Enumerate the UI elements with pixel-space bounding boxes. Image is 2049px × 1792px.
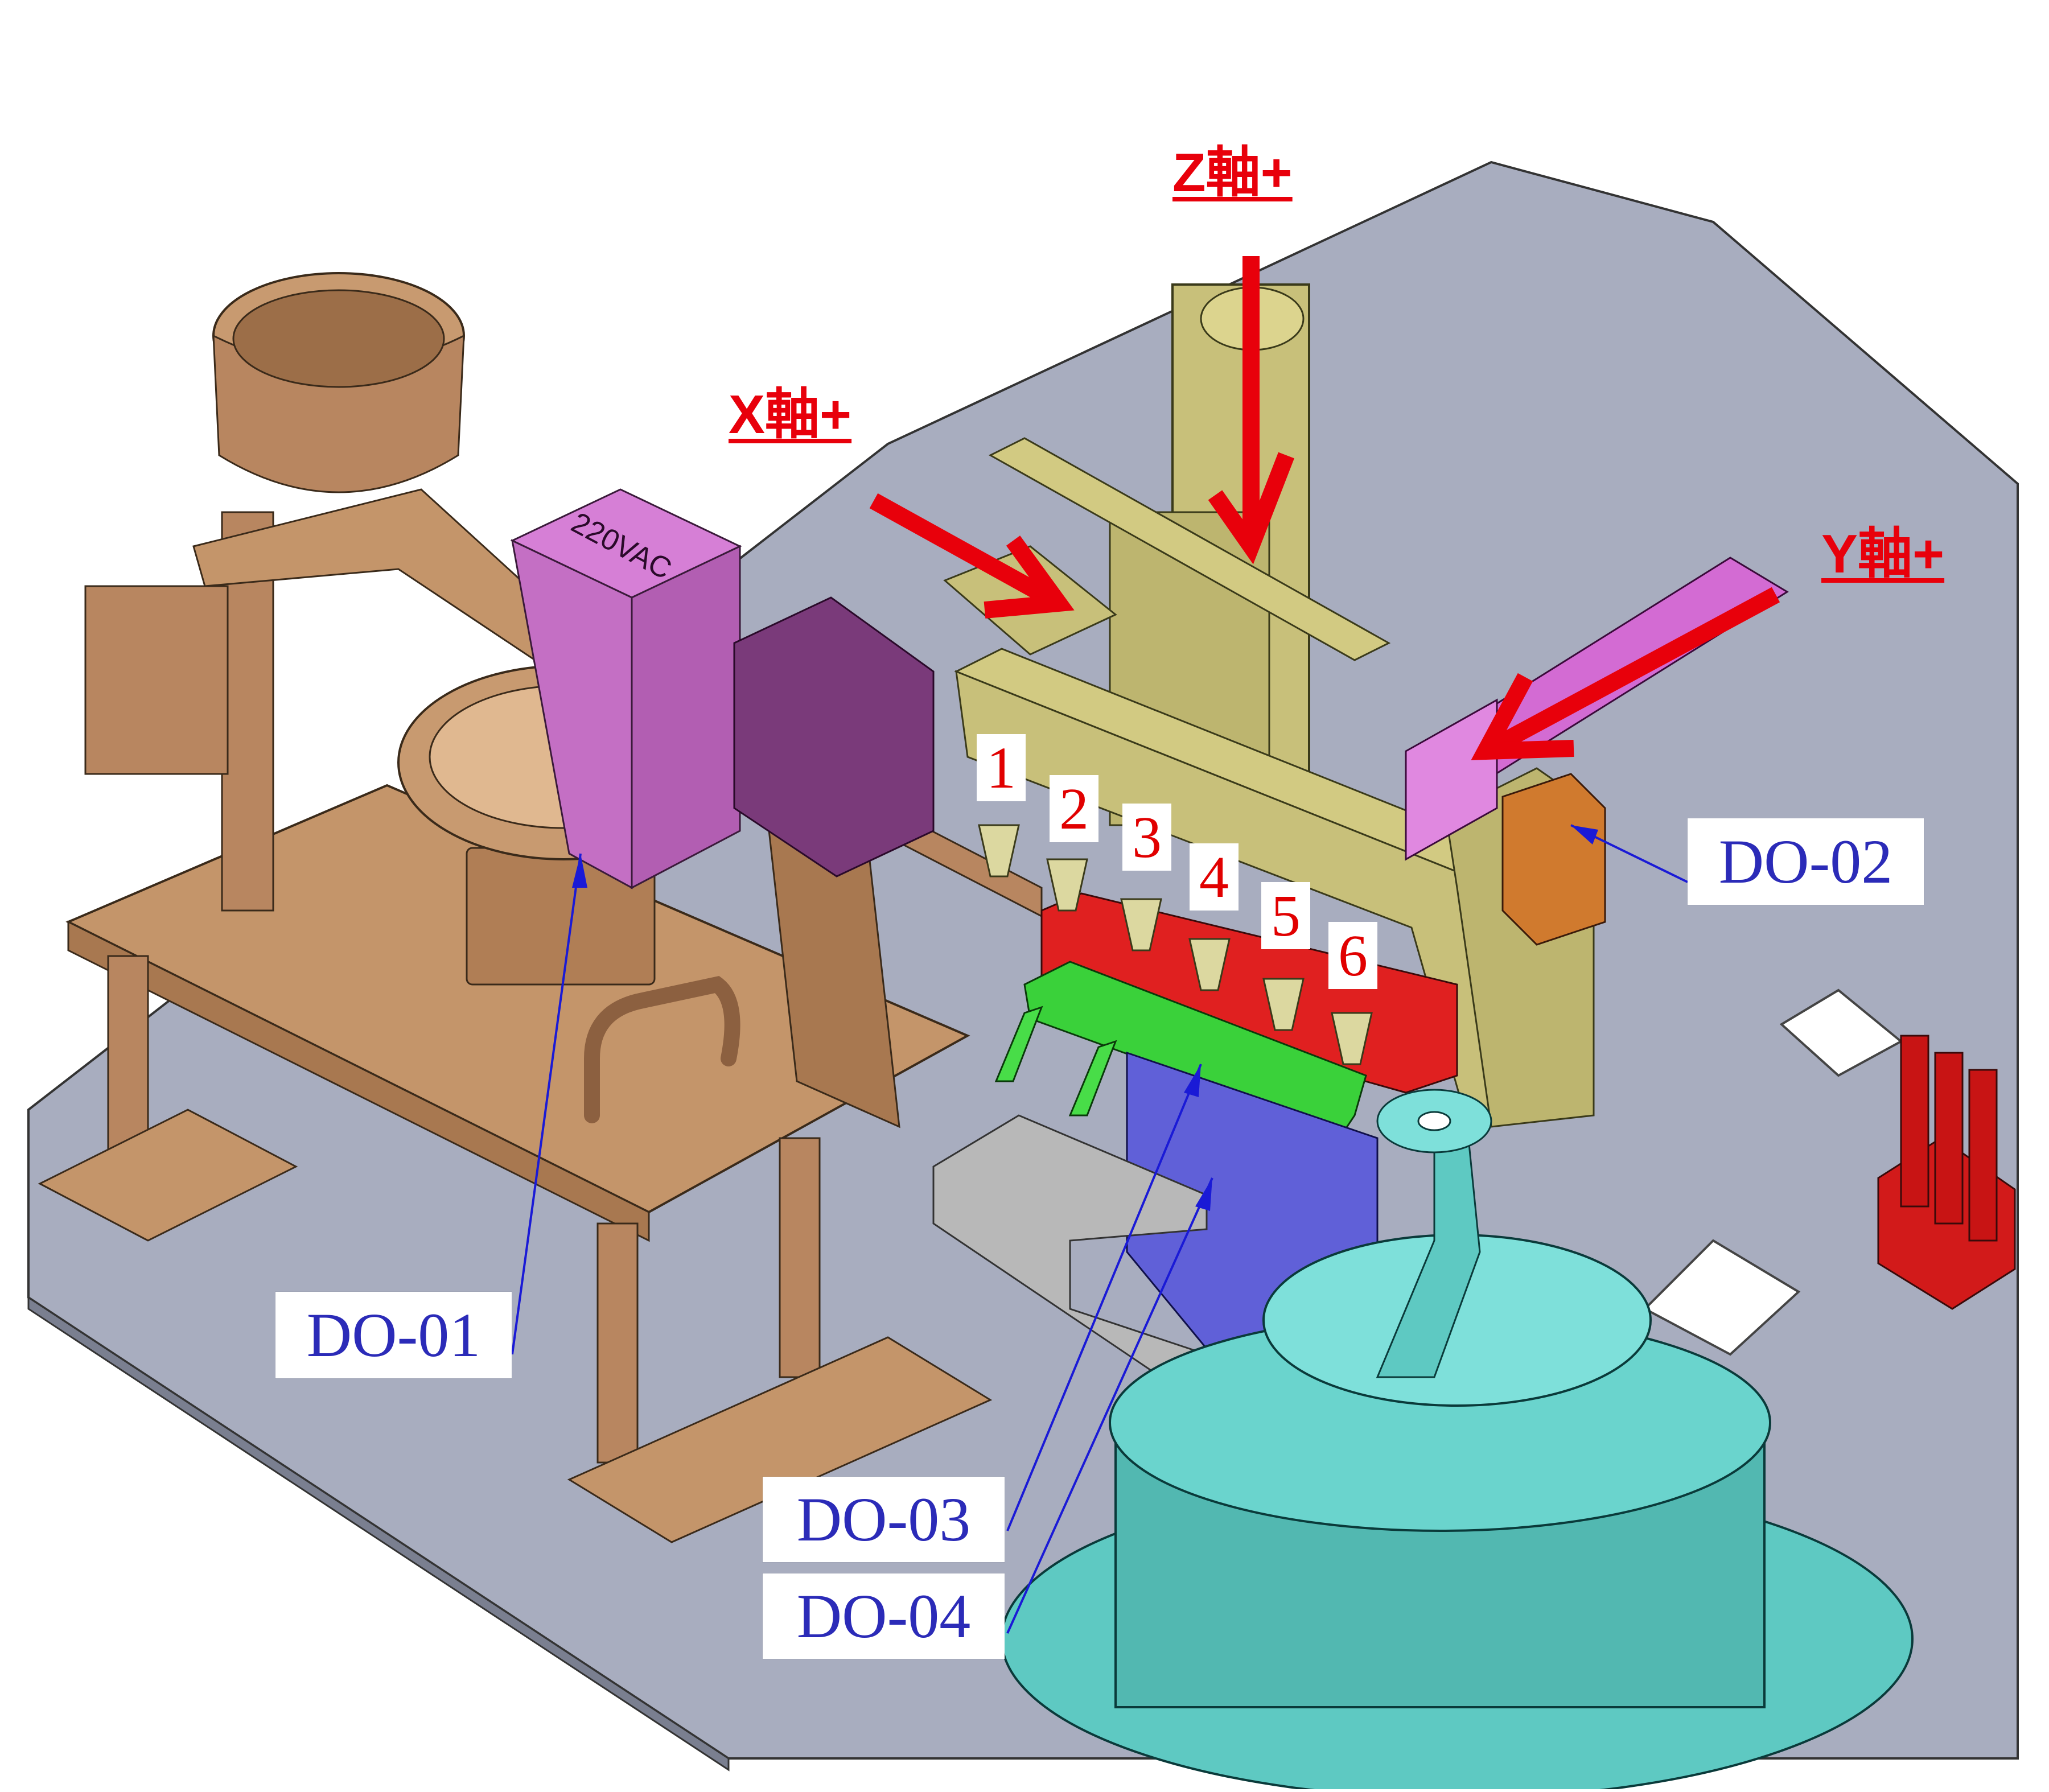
do04-leader-line xyxy=(1006,1177,1213,1634)
callout-do01: DO-01 xyxy=(275,1292,512,1378)
feeder-foot-left xyxy=(38,1109,298,1242)
station-number-3: 3 xyxy=(1122,804,1171,871)
feeder-foot-right xyxy=(567,1336,993,1543)
do01-leader-arrow xyxy=(572,854,587,888)
red-post-assembly xyxy=(1877,1035,2016,1310)
callout-do04: DO-04 xyxy=(763,1573,1005,1659)
green-finger xyxy=(1068,1040,1117,1117)
station-number-4: 4 xyxy=(1190,843,1239,911)
rotary-table xyxy=(1001,1089,1914,1792)
nozzle xyxy=(1331,1012,1373,1065)
feeder-leg-back-right xyxy=(779,1137,821,1378)
green-finger xyxy=(994,1006,1043,1082)
feeder-leg-front-right xyxy=(596,1222,639,1464)
nozzle xyxy=(978,824,1020,878)
nozzles xyxy=(978,824,1373,1065)
nozzle xyxy=(1262,978,1305,1031)
y-axis-arrow-head xyxy=(1471,673,1574,760)
plate-cutout-lower xyxy=(1643,1239,1801,1356)
power-box-side xyxy=(511,539,633,889)
callout-do02: DO-02 xyxy=(1688,818,1924,905)
x-axis-arrow-head xyxy=(984,535,1075,619)
nozzle xyxy=(1188,938,1231,991)
red-tube xyxy=(1900,1035,1929,1208)
power-box: 220VAC xyxy=(510,488,935,889)
callout-do03: DO-03 xyxy=(763,1477,1005,1562)
y-actuator-housing xyxy=(1405,698,1498,861)
do01-leader-line xyxy=(511,853,582,1355)
feeder-table-front xyxy=(67,920,650,1242)
station-number-5: 5 xyxy=(1261,882,1310,949)
z-axis-arrow-head xyxy=(1208,452,1294,565)
do02-leader-arrow xyxy=(1571,825,1598,844)
red-tube xyxy=(1968,1069,1998,1242)
gray-bracket-plate xyxy=(932,1114,1209,1378)
z-axis-label: Z軸+ xyxy=(1172,142,1293,203)
station-number-2: 2 xyxy=(1050,775,1098,842)
cable-gear xyxy=(733,596,935,878)
do04-leader-arrow xyxy=(1195,1178,1212,1211)
red-tube xyxy=(1934,1052,1964,1225)
x-axis-arrow-shaft xyxy=(869,493,1063,611)
valve-block xyxy=(1501,773,1606,946)
station-number-1: 1 xyxy=(977,734,1026,801)
nozzle xyxy=(1120,898,1162,951)
do03-leader-arrow xyxy=(1184,1064,1201,1097)
x-axis-label: X軸+ xyxy=(729,384,852,445)
feeder-hopper-opening xyxy=(232,289,445,388)
feeder-side-plate xyxy=(84,585,229,775)
rotary-hub-hole xyxy=(1417,1111,1451,1131)
z-axis-top-bar xyxy=(988,437,1391,661)
station-number-6: 6 xyxy=(1328,922,1377,989)
nozzle xyxy=(1046,858,1088,912)
y-axis-arrow-shaft xyxy=(1481,587,1780,759)
y-axis-label: Y軸+ xyxy=(1821,524,1945,584)
feeder-handle xyxy=(584,975,740,1123)
base-plate-edge xyxy=(27,1296,730,1772)
do03-leader-line xyxy=(1006,1064,1202,1531)
